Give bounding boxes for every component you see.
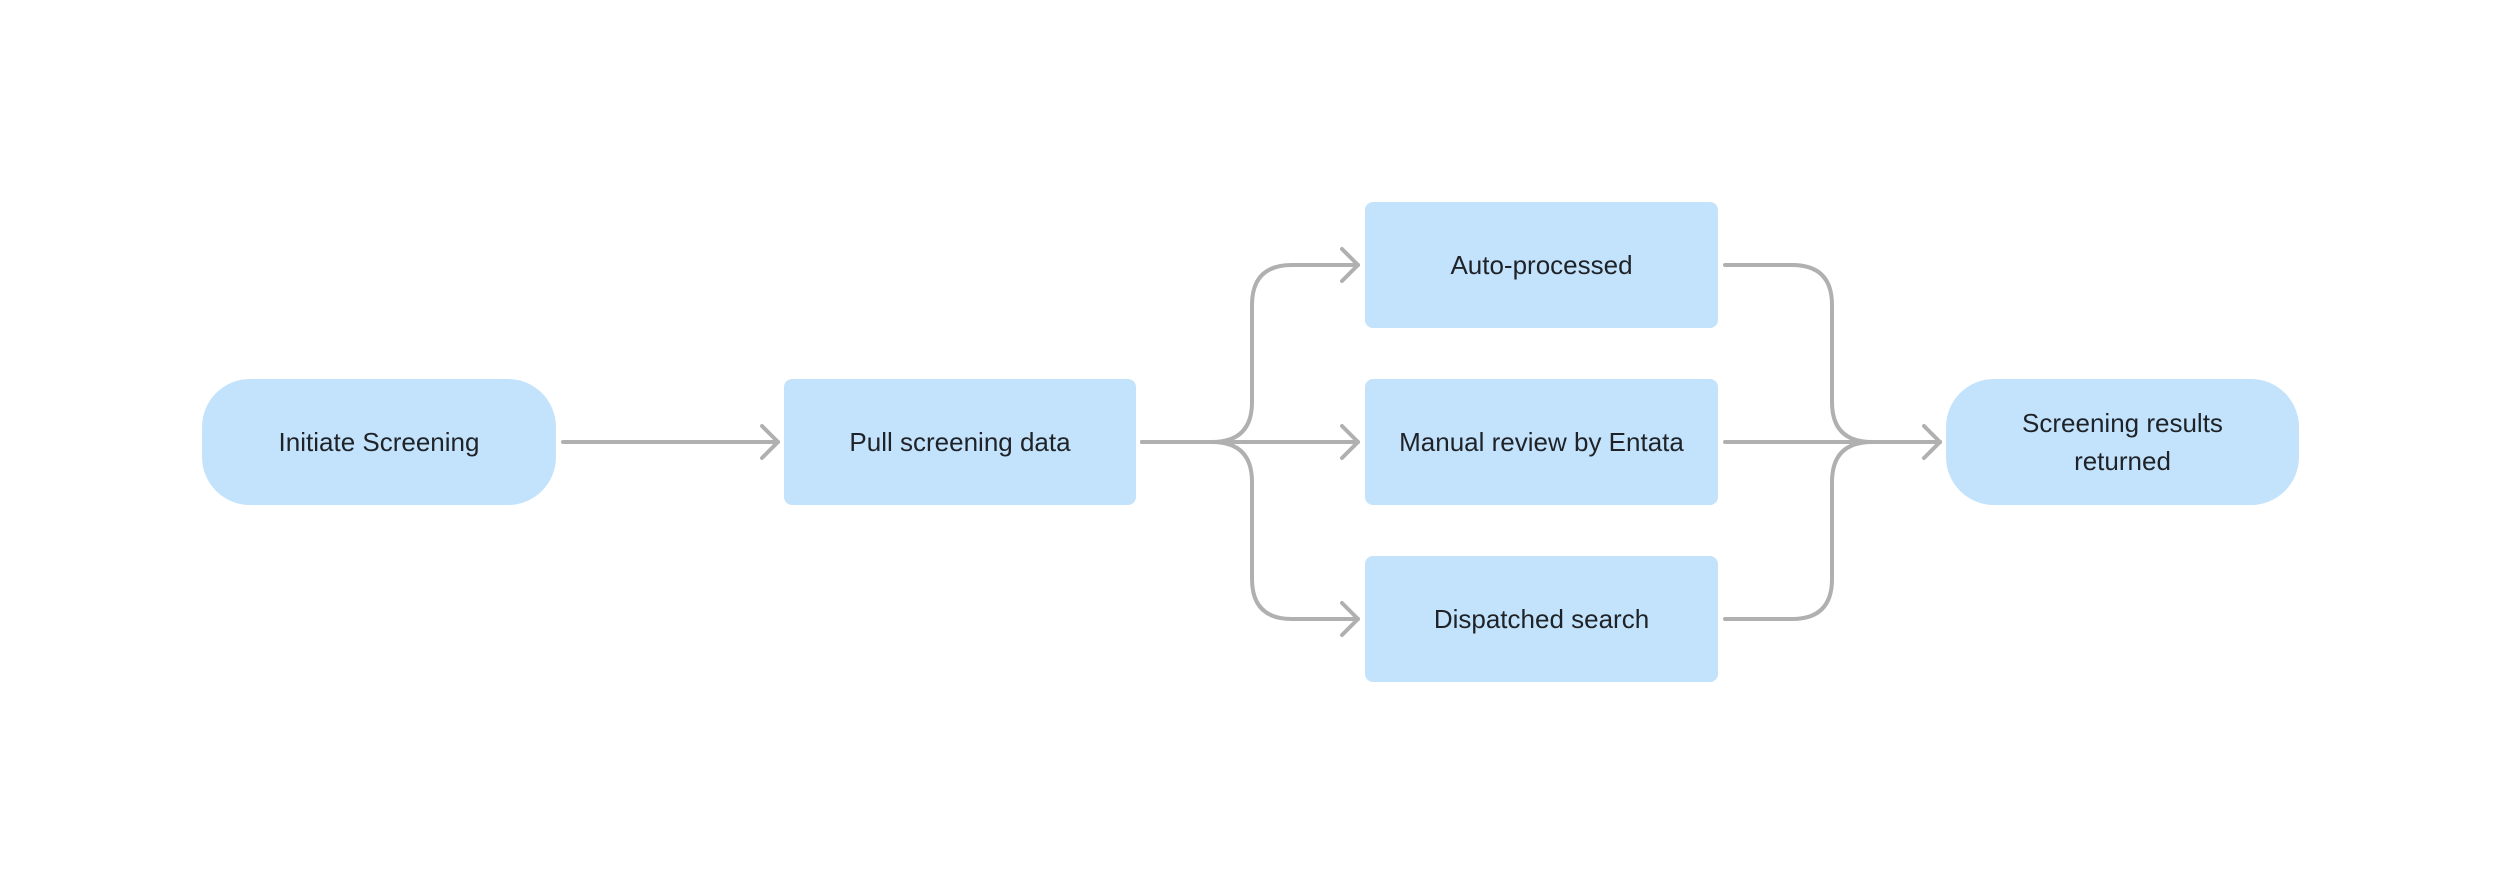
edge-auto-to-results bbox=[1723, 263, 1942, 444]
arrowhead-dispatched bbox=[1340, 601, 1360, 637]
node-label: Manual review by Entata bbox=[1399, 427, 1684, 457]
edge-pull-to-auto bbox=[1140, 263, 1360, 444]
node-label: Pull screening data bbox=[849, 427, 1071, 457]
arrowhead-pull bbox=[760, 424, 780, 460]
node-pull-screening-data: Pull screening data bbox=[784, 379, 1136, 505]
node-auto-processed: Auto-processed bbox=[1365, 202, 1718, 328]
node-manual-review: Manual review by Entata bbox=[1365, 379, 1718, 505]
edge-dispatched-to-results bbox=[1723, 440, 1942, 621]
node-label: Auto-processed bbox=[1450, 250, 1633, 280]
node-screening-results-returned: Screening results returned bbox=[1946, 379, 2299, 505]
node-label: Screening results returned bbox=[2022, 404, 2223, 480]
node-label: Initiate Screening bbox=[278, 427, 480, 457]
node-label: Dispatched search bbox=[1433, 604, 1650, 634]
node-label-line: Screening results bbox=[2022, 408, 2223, 438]
edge-pull-to-dispatched bbox=[1140, 440, 1360, 621]
node-label-line: returned bbox=[2074, 446, 2171, 476]
arrowhead-results bbox=[1922, 424, 1942, 460]
arrowhead-manual bbox=[1340, 424, 1360, 460]
arrowhead-auto bbox=[1340, 247, 1360, 283]
node-initiate-screening: Initiate Screening bbox=[202, 379, 556, 505]
node-dispatched-search: Dispatched search bbox=[1365, 556, 1718, 682]
